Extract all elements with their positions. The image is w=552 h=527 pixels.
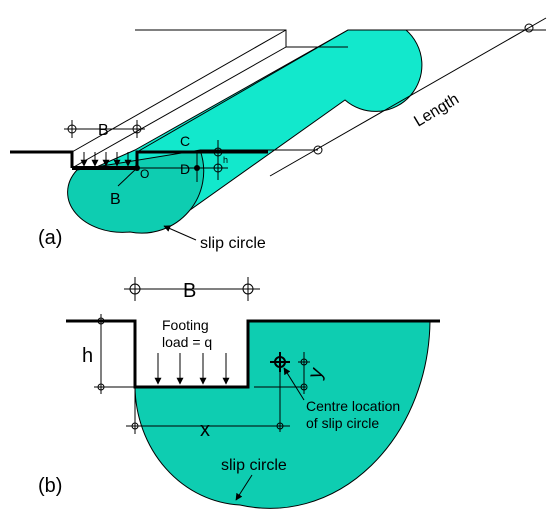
label-x-b: x: [200, 419, 210, 441]
trench-edge-3: [136, 29, 349, 153]
footing-load-arrows-a: [80, 152, 132, 167]
trench-edge-1: [71, 29, 287, 153]
centre-marker-b: [254, 352, 306, 432]
label-length: Length: [411, 91, 462, 131]
label-b-b: B: [183, 280, 196, 302]
radius-line-a: [117, 167, 138, 187]
label-b-circle-a: B: [110, 191, 121, 208]
footing-load-arrows-b: [154, 353, 230, 385]
slip-circle-region: [134, 320, 431, 509]
dimension-b-b: [124, 277, 260, 301]
label-h-b: h: [82, 345, 93, 367]
dimension-h-b: [94, 314, 135, 394]
label-panel-b: (b): [38, 475, 62, 497]
centre-leader-b: [283, 367, 305, 401]
dimension-x-b: [126, 387, 290, 434]
label-h-a: h: [223, 155, 228, 165]
label-centre-line2: of slip circle: [306, 415, 379, 431]
dimension-b-top-a: [64, 120, 145, 138]
slip-circle-leader-b: [235, 474, 253, 501]
label-slip-circle-b: slip circle: [221, 457, 287, 474]
label-d: D: [180, 161, 190, 177]
point-d-marker: [194, 165, 200, 171]
label-panel-a: (a): [38, 227, 62, 249]
label-b-top-a: B: [98, 122, 109, 139]
dimension-y-b: [298, 352, 310, 394]
label-centre-line1: Centre location: [306, 398, 400, 414]
ground-surface-far: [135, 29, 348, 48]
label-c: C: [180, 133, 190, 149]
panel-b-cross-section: B h Footing load = q: [38, 277, 440, 509]
slip-circle-leader-a: [163, 225, 197, 241]
label-slip-circle-a: slip circle: [200, 235, 266, 252]
trench-edge-2: [71, 46, 287, 169]
ground-profile-b: [66, 319, 440, 389]
label-footing-line1: Footing: [162, 317, 209, 333]
dimension-h-a: [208, 140, 228, 180]
cylinder-end-face: [67, 149, 205, 234]
label-footing-line2: load = q: [162, 334, 212, 350]
panel-a-3d-view: B B O C D h Length slip circ: [10, 17, 547, 252]
ground-surface-near-left: [10, 150, 74, 168]
dimension-length: [200, 17, 547, 177]
label-o: O: [140, 167, 149, 181]
